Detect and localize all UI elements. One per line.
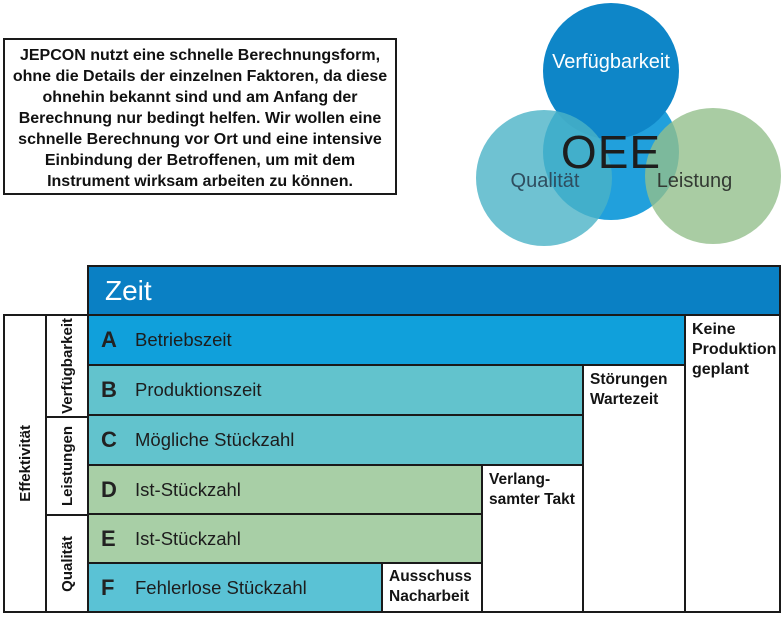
bar-row-e: E Ist-Stückzahl — [87, 513, 483, 564]
bar-row-a: A Betriebszeit — [87, 314, 686, 366]
effectiveness-side-box: Effektivität — [3, 314, 47, 613]
annotation-slowed-cycle: Verlang- samter Takt — [481, 464, 584, 613]
time-header-label: Zeit — [105, 274, 152, 306]
row-letter: D — [101, 476, 117, 502]
row-letter: C — [101, 427, 117, 452]
note-text-line: ohnehin bekannt sind und am Anfang der — [42, 89, 358, 106]
quality-side-box: Qualität — [45, 514, 89, 613]
time-header-bar: Zeit — [87, 265, 781, 316]
quality-circle — [476, 110, 612, 246]
bar-row-c: C Mögliche Stückzahl — [87, 414, 584, 466]
note-text-line: Berechnung nur bedingt helfen. Wir wolle… — [18, 110, 382, 127]
oee-venn-diagram: Verfügbarkeit OEE Qualität Leistung — [470, 0, 782, 252]
row-label: Betriebszeit — [135, 329, 232, 350]
annotation-no-production-planned: Keine Produktion geplant — [684, 314, 781, 613]
note-text-line: JEPCON nutzt eine schnelle Berechnungsfo… — [19, 47, 381, 64]
quality-side-label: Qualität — [58, 535, 76, 592]
row-label: Mögliche Stückzahl — [135, 429, 295, 450]
performance-side-label: Leistungen — [58, 425, 76, 506]
bar-row-f: F Fehlerlose Stückzahl — [87, 562, 383, 613]
bar-row-d: D Ist-Stückzahl — [87, 464, 483, 515]
row-label: Fehlerlose Stückzahl — [135, 576, 307, 598]
oee-label: OEE — [560, 126, 662, 178]
availability-label: Verfügbarkeit — [552, 51, 670, 73]
row-letter: B — [101, 377, 117, 402]
performance-label: Leistung — [656, 170, 733, 192]
note-text-line: schnelle Berechnung vor Ort und eine int… — [18, 131, 382, 148]
note-text-line: Einbindung der Betroffenen, um mit dem — [44, 152, 356, 169]
row-label: Produktionszeit — [135, 379, 262, 400]
availability-side-label: Verfügbarkeit — [58, 318, 76, 414]
effectiveness-label: Effektivität — [16, 425, 34, 502]
annotation-scrap-rework: Ausschuss Nacharbeit — [381, 562, 483, 613]
performance-circle — [645, 108, 781, 244]
note-text-line: Instrument wirksam arbeiten zu können. — [47, 173, 353, 190]
availability-side-box: Verfügbarkeit — [45, 314, 89, 418]
note-text-line: ohne die Details der einzelnen Faktoren,… — [12, 68, 388, 85]
row-label: Ist-Stückzahl — [135, 478, 241, 500]
bar-row-b: B Produktionszeit — [87, 364, 584, 416]
note-box: JEPCON nutzt eine schnelle Berechnungsfo… — [3, 38, 397, 195]
annotation-disruptions-waiting: Störungen Wartezeit — [582, 364, 686, 613]
row-letter: E — [101, 525, 116, 551]
performance-side-box: Leistungen — [45, 416, 89, 516]
row-label: Ist-Stückzahl — [135, 527, 241, 549]
row-letter: A — [101, 327, 117, 352]
row-letter: F — [101, 574, 115, 600]
quality-label: Qualität — [510, 170, 580, 192]
